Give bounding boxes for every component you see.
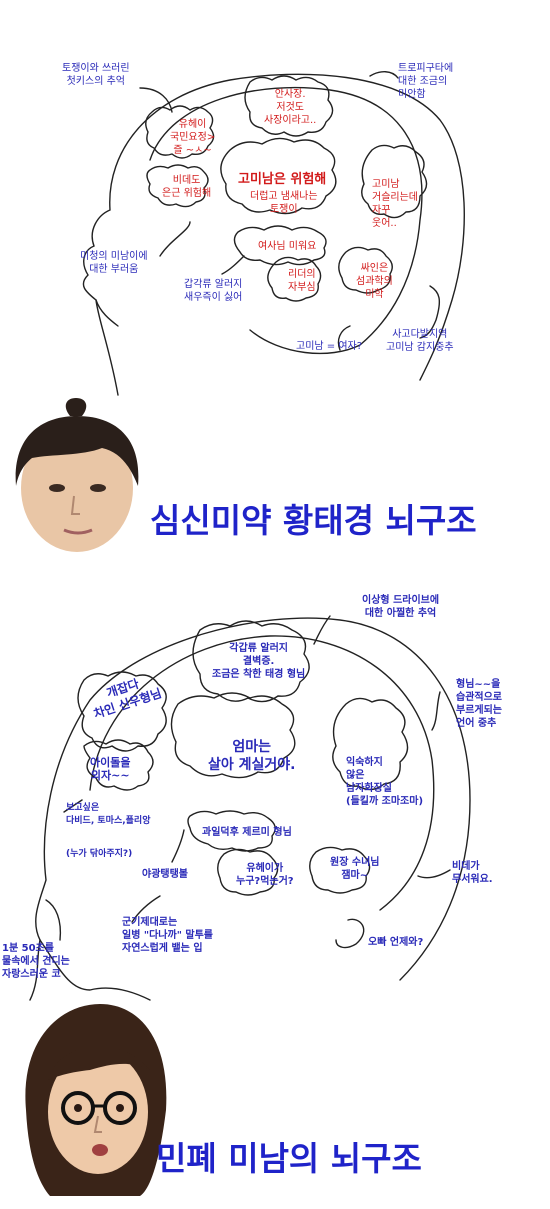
annotation-gomi-woman: 고미남 = 여자? bbox=[296, 341, 363, 352]
lobe-taekyung: 각갑류 알러지 결벽증. 조금은 착한 태경 형님 bbox=[212, 643, 306, 680]
annotation-first-kiss: 토쟁이와 쓰러린 첫키스의 추억 bbox=[62, 63, 130, 87]
head-sketch-2 bbox=[29, 615, 471, 1001]
annotation-trophy: 트로피구타에 대한 조금의 미안함 bbox=[398, 63, 454, 100]
lobe-head-nun: 원장 수녀님 잼마~ bbox=[330, 857, 380, 881]
head-sketch-1 bbox=[82, 71, 465, 396]
annotation-scared-bidet: 비데가 무서워요. bbox=[452, 861, 493, 885]
lobe-madam: 여사님 미워요 bbox=[258, 241, 317, 252]
lobe-yuhei-food: 유헤이가 누구?먹는거? bbox=[236, 863, 294, 887]
brain-diagram-panel-1: 토쟁이와 쓰러린 첫키스의 추억 트로피구타에 대한 조금의 미안함 미청의 미… bbox=[0, 0, 550, 580]
center-title: 고미남은 위험해 bbox=[238, 172, 327, 187]
annotation-envy: 미청의 미남이에 대한 부러움 bbox=[80, 251, 148, 275]
panel1-title: 심신미약 황태경 뇌구조 bbox=[150, 501, 477, 540]
lobe-signature: 싸인은 섬과학의 미학 bbox=[356, 263, 393, 300]
annotation-proud-nose: 1분 50초를 물속에서 견디는 자랑스러운 코 bbox=[2, 943, 70, 980]
lobe-leader-pride: 리더의 자부심 bbox=[288, 269, 316, 293]
annotation-who-wipes: (누가 닦아주지?) bbox=[66, 849, 133, 859]
annotation-allergy: 갑각류 알러지 새우즉이 싫어 bbox=[184, 279, 243, 303]
annotation-miss-friends: 보고싶은 다비드, 토마스,플리앙 bbox=[66, 803, 151, 826]
face-photo-1 bbox=[15, 398, 139, 552]
panel2-title: 민폐 미남의 뇌구조 bbox=[156, 1139, 422, 1178]
annotation-glow-ball: 야광탱탱볼 bbox=[142, 869, 188, 880]
lobe-an-president: 안사장. 저것도 사장이라고.. bbox=[264, 89, 317, 126]
brain-diagram-panel-2: 이상형 드라이브에 대한 아찔한 추억 형님~~을 습관적으로 부르게되는 언어… bbox=[0, 580, 550, 1209]
lobe-gomi-smile: 고미남 거슬리는데 자꾸 웃어.. bbox=[372, 179, 418, 229]
center-subtitle: 더럽고 냄새나는 토쟁이 bbox=[250, 191, 318, 215]
lobe-jeremy: 과일덕후 제르미 형님 bbox=[202, 827, 292, 838]
annotation-military-mouth: 군기제대로는 일병 "다나까" 말투를 자연스럽게 뱉는 입 bbox=[122, 917, 213, 954]
annotation-accident-zone: 사고다발지역 고미남 감지중추 bbox=[386, 329, 454, 353]
lobe-idol: 아이돌을 외자~~ bbox=[90, 756, 131, 782]
annotation-hyungnim-language: 형님~~을 습관적으로 부르게되는 언어 중추 bbox=[456, 679, 502, 729]
center-mother: 엄마는 살아 계실거야. bbox=[208, 739, 296, 773]
lobe-yuhei: 유헤이 국민요정> 즐 ~ㅅ~ bbox=[170, 119, 216, 156]
face-photo-2 bbox=[25, 1004, 167, 1196]
annotation-when-oppa: 오빠 언제와? bbox=[368, 937, 424, 948]
lobe-mens-restroom: 익숙하지 않은 남자화장실 (들킬까 조마조마) bbox=[346, 757, 424, 807]
annotation-drive-memory: 이상형 드라이브에 대한 아찔한 추억 bbox=[362, 595, 440, 619]
lobe-bidet: 비데도 은근 위험해 bbox=[162, 175, 212, 199]
